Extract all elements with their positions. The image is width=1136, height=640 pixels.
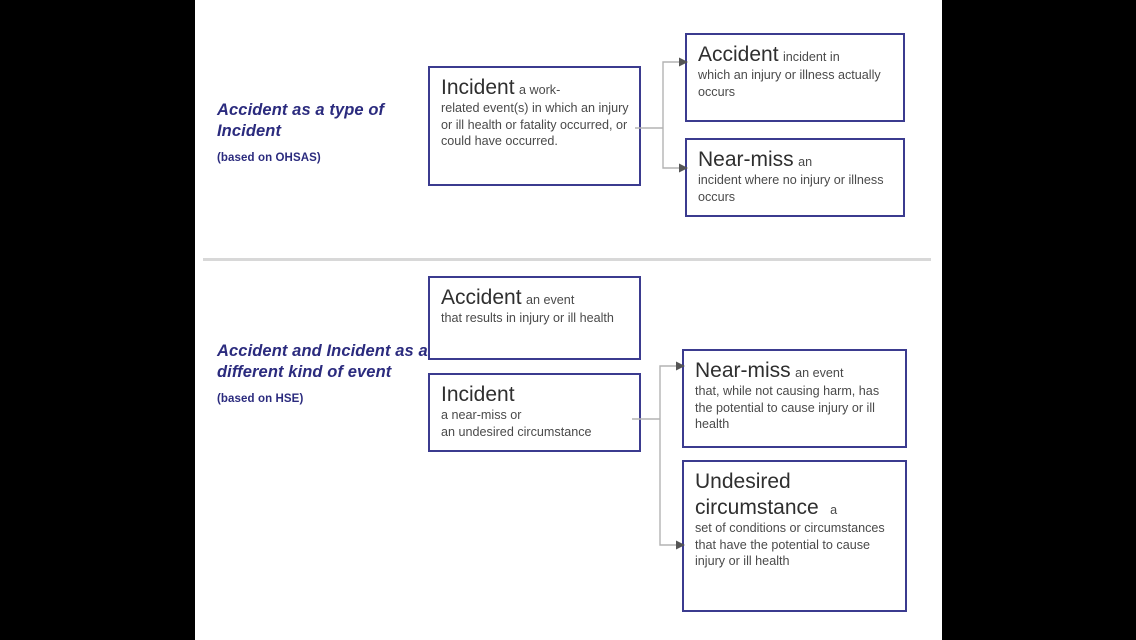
box-near-miss-ohsas-term: Near-miss	[698, 148, 794, 171]
box-near-miss-ohsas[interactable]: Near-miss an incident where no injury or…	[685, 138, 905, 217]
box-incident-hse-definition-line2: an undesired circumstance	[441, 424, 592, 439]
box-incident-ohsas-definition-lead: a work-	[519, 83, 561, 97]
box-accident-ohsas-definition-lead: incident in	[783, 50, 840, 64]
box-incident-hse[interactable]: Incident a near-miss or an undesired cir…	[428, 373, 641, 452]
letterbox-bar-right	[942, 0, 1136, 640]
box-near-miss-hse-term: Near-miss	[695, 359, 791, 382]
box-incident-ohsas-term: Incident	[441, 76, 515, 99]
box-incident-ohsas-definition: related event(s) in which an injury or i…	[441, 101, 629, 148]
box-undesired-circumstance-hse-term-line2: circumstance	[695, 496, 819, 519]
section-source-note-hse: (based on HSE)	[217, 393, 304, 405]
section-heading-ohsas-text: Accident as a type of Incident	[217, 101, 385, 140]
box-accident-hse-term: Accident	[441, 286, 522, 309]
letterbox-bar-left	[0, 0, 195, 640]
box-accident-ohsas-definition: which an injury or illness actually occu…	[698, 68, 881, 99]
box-undesired-circumstance-hse[interactable]: Undesired circumstance a set of conditio…	[682, 460, 907, 612]
box-accident-ohsas-term: Accident	[698, 43, 779, 66]
box-undesired-circumstance-hse-definition: set of conditions or circumstances that …	[695, 521, 885, 568]
box-near-miss-hse-definition-lead: an event	[795, 366, 844, 380]
box-undesired-circumstance-hse-term-line1: Undesired	[695, 470, 791, 493]
box-accident-hse-definition: that results in injury or ill health	[441, 311, 614, 325]
box-near-miss-ohsas-definition: incident where no injury or illness occu…	[698, 173, 884, 204]
box-incident-ohsas[interactable]: Incident a work- related event(s) in whi…	[428, 66, 641, 186]
box-accident-ohsas[interactable]: Accident incident in which an injury or …	[685, 33, 905, 122]
box-undesired-circumstance-hse-definition-lead: a	[830, 503, 838, 517]
section-source-note-ohsas: (based on OHSAS)	[217, 152, 321, 164]
section-heading-ohsas: Accident as a type of Incident (based on…	[217, 100, 427, 166]
box-incident-hse-term: Incident	[441, 383, 515, 406]
box-accident-hse-definition-lead: an event	[526, 293, 575, 307]
box-accident-hse[interactable]: Accident an event that results in injury…	[428, 276, 641, 360]
box-near-miss-hse[interactable]: Near-miss an event that, while not causi…	[682, 349, 907, 448]
section-divider	[203, 258, 931, 261]
box-near-miss-hse-definition: that, while not causing harm, has the po…	[695, 384, 880, 431]
slide-content-area: Accident as a type of Incident (based on…	[195, 0, 942, 640]
box-incident-hse-definition-line1: a near-miss or	[441, 408, 522, 422]
section-heading-hse: Accident and Incident as a different kin…	[217, 341, 452, 407]
box-near-miss-ohsas-definition-lead: an	[798, 155, 813, 169]
section-heading-hse-text: Accident and Incident as a different kin…	[217, 342, 428, 381]
